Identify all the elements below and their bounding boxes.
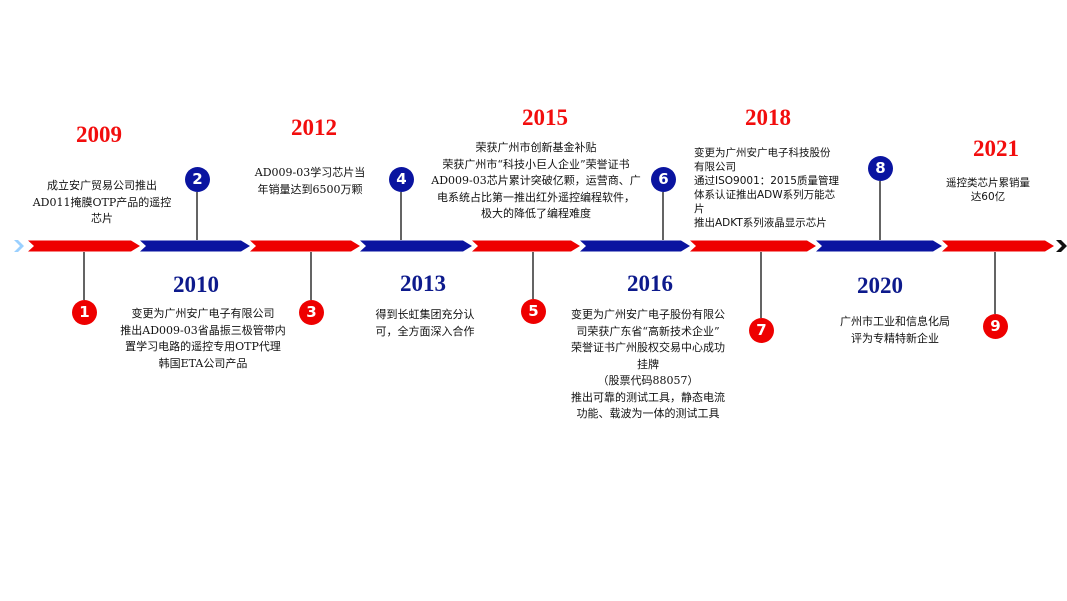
milestone-marker-6: 6 xyxy=(651,167,676,192)
milestone-marker-1: 1 xyxy=(72,300,97,325)
year-label-2015: 2015 xyxy=(522,105,568,130)
year-label-2013: 2013 xyxy=(400,271,446,296)
year-label-2018: 2018 xyxy=(745,105,791,130)
milestone-marker-2: 2 xyxy=(185,167,210,192)
timeline-segment-2013 xyxy=(360,240,472,252)
milestone-description-2021: 遥控类芯片累销量 达60亿 xyxy=(946,177,1030,203)
timeline-segment-2009 xyxy=(28,240,140,252)
milestone-description-2013: 得到长虹集团充分认 可，全方面深入合作 xyxy=(375,308,475,338)
milestone-marker-3: 3 xyxy=(299,300,324,325)
timeline-end-chevron xyxy=(1056,240,1067,252)
timeline-segment-2021 xyxy=(942,240,1054,252)
year-label-2016: 2016 xyxy=(627,271,673,296)
timeline-segment-2012 xyxy=(250,240,360,252)
milestone-description-2020: 广州市工业和信息化局 评为专精特新企业 xyxy=(840,315,950,345)
timeline-segment-2016 xyxy=(580,240,690,252)
timeline-start-chevron xyxy=(14,240,24,252)
year-label-2012: 2012 xyxy=(291,115,337,140)
milestone-description-2018: 变更为广州安广电子科技股份 有限公司 通过ISO9001：2015质量管理 体系… xyxy=(694,147,839,229)
year-label-2020: 2020 xyxy=(857,273,903,298)
timeline-segment-2020 xyxy=(816,240,942,252)
milestone-description-2015: 荣获广州市创新基金补贴 荣获广州市“科技小巨人企业”荣誉证书 AD009-03芯… xyxy=(431,141,641,220)
milestone-description-2010: 变更为广州安广电子有限公司 推出AD009-03省晶振三极管带内 置学习电路的遥… xyxy=(120,307,286,370)
year-label-2009: 2009 xyxy=(76,122,122,147)
milestone-marker-4: 4 xyxy=(389,167,414,192)
milestone-description-2009: 成立安广贸易公司推出 AD011掩膜OTP产品的遥控 芯片 xyxy=(32,179,172,225)
milestone-marker-7: 7 xyxy=(749,318,774,343)
milestone-marker-8: 8 xyxy=(868,156,893,181)
timeline-segment-2018 xyxy=(690,240,816,252)
milestone-description-2012: AD009-03学习芯片当 年销量达到6500万颗 xyxy=(254,166,366,196)
timeline-segment-2010 xyxy=(140,240,250,252)
timeline-segment-2015 xyxy=(472,240,580,252)
year-label-2010: 2010 xyxy=(173,272,219,297)
year-label-2021: 2021 xyxy=(973,136,1019,161)
milestone-marker-5: 5 xyxy=(521,299,546,324)
milestone-description-2016: 变更为广州安广电子股份有限公 司荣获广东省“高新技术企业” 荣誉证书广州股权交易… xyxy=(571,308,725,420)
milestone-marker-9: 9 xyxy=(983,314,1008,339)
